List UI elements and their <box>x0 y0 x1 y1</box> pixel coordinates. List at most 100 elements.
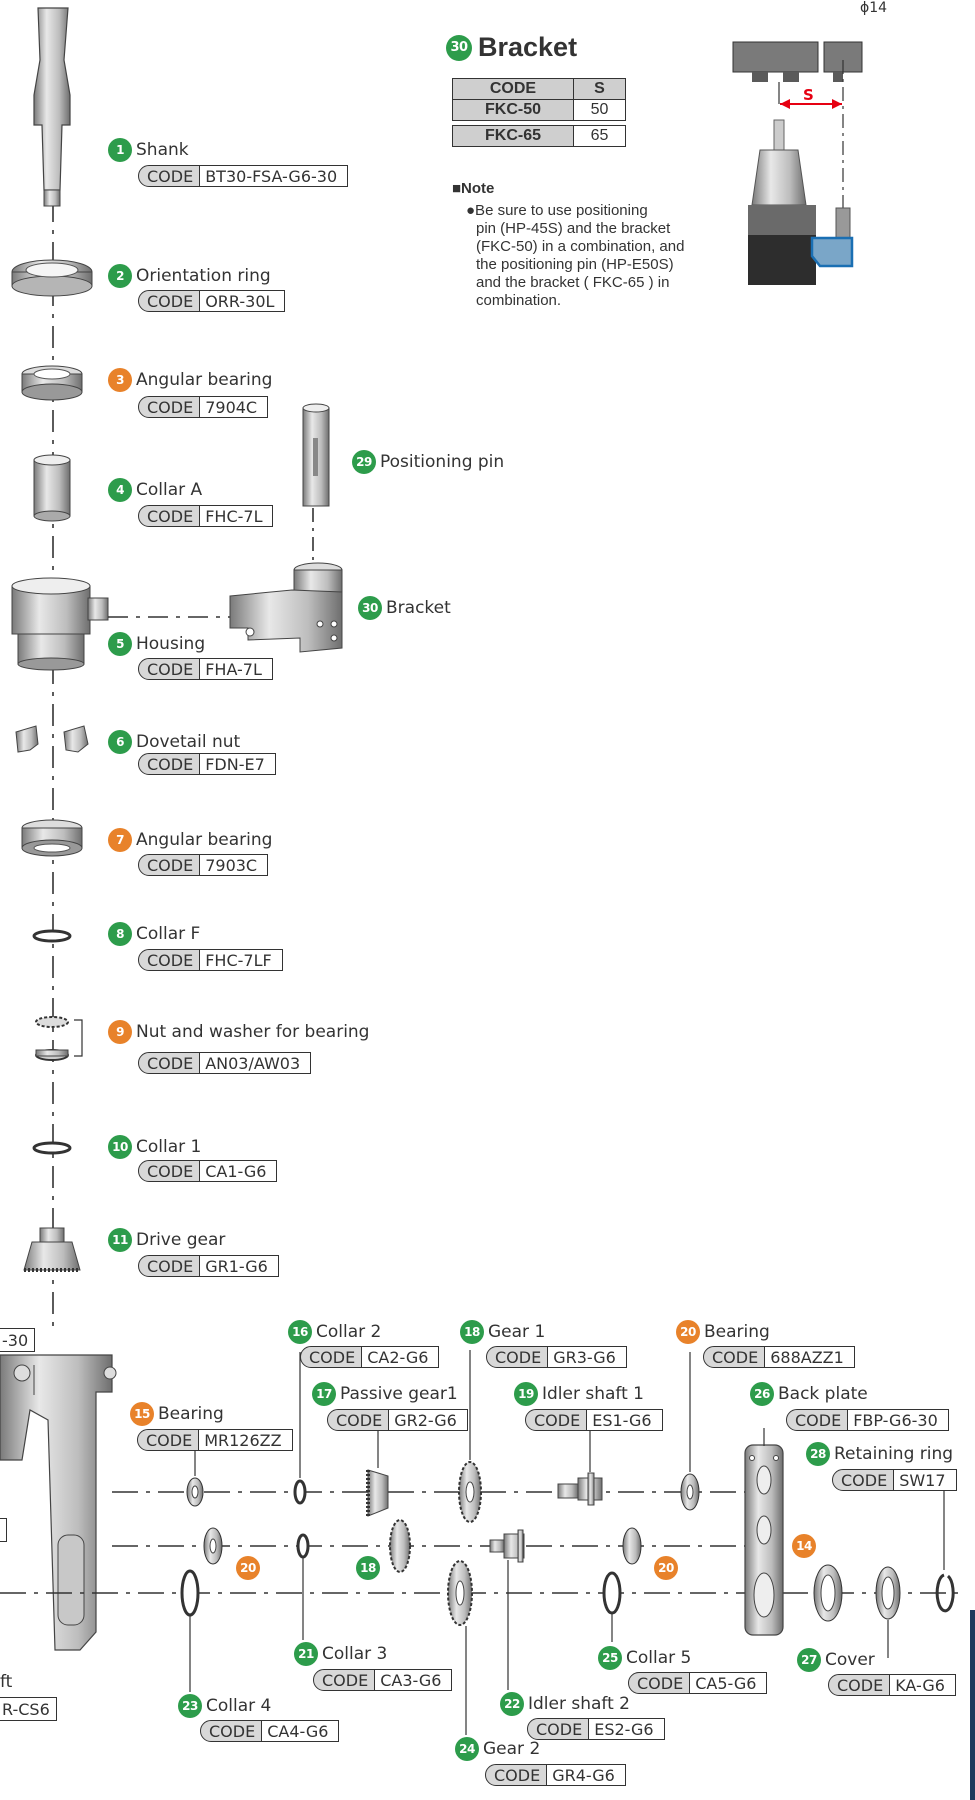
part-number-badge: 6 <box>108 730 132 754</box>
bearing-14-drawing <box>813 1564 843 1622</box>
part-number-badge: 24 <box>455 1737 479 1761</box>
part-name: Positioning pin <box>380 452 505 472</box>
code-box-bearing-15: CODE MR126ZZ <box>137 1429 293 1451</box>
code-value: FHA-7L <box>200 658 273 680</box>
part-name: Collar A <box>136 480 203 500</box>
part-number-badge: 7 <box>108 828 132 852</box>
note-line: combination. <box>476 292 562 309</box>
note-body: ●Be sure to use positioning pin (HP-45S)… <box>466 202 684 310</box>
part-number-badge-18: 18 <box>356 1556 380 1580</box>
part-number-badge-14: 14 <box>792 1534 816 1558</box>
part-number-badge: 11 <box>108 1228 132 1252</box>
part-name: Collar 2 <box>316 1322 382 1342</box>
code-box-collar-a: CODE FHC-7L <box>138 505 274 527</box>
code-value: ES1-G6 <box>587 1409 663 1431</box>
code-key: CODE <box>527 1718 590 1740</box>
back-plate-drawing <box>744 1444 784 1636</box>
code-value: AN03/AW03 <box>200 1052 312 1074</box>
code-key: CODE <box>703 1346 766 1368</box>
note-heading: ■Note <box>452 180 495 197</box>
bracket-title-badge: 30 <box>446 34 472 61</box>
part-number-badge: 1 <box>108 138 132 162</box>
code-value: GR3-G6 <box>548 1346 627 1368</box>
part-number-badge: 16 <box>288 1320 312 1344</box>
code-key: CODE <box>138 396 201 418</box>
cut-off-code-box-right: -30 <box>0 1328 36 1352</box>
code-value: FHC-7L <box>200 505 274 527</box>
cut-off-code-box-left: R-CS6 <box>0 1697 57 1721</box>
part-name: Bearing <box>704 1322 770 1342</box>
shank-drawing <box>33 7 71 207</box>
code-box-gear-1: CODE GR3-G6 <box>486 1346 627 1368</box>
code-value: CA1-G6 <box>200 1160 278 1182</box>
collar-3-drawing <box>296 1533 310 1559</box>
part-number-badge: 25 <box>598 1646 622 1670</box>
part-label-angular-bearing: 3 Angular bearing <box>108 368 272 392</box>
part-label-collar-a: 4 Collar A <box>108 478 202 502</box>
table-header-s: S <box>573 78 626 100</box>
code-box-idler-shaft-2: CODE ES2-G6 <box>527 1718 665 1740</box>
gear-1-drawing <box>458 1461 482 1523</box>
part-label-angular-bearing-2: 7 Angular bearing <box>108 828 272 852</box>
part-number-badge: 3 <box>108 368 132 392</box>
code-box-collar-1: CODE CA1-G6 <box>138 1160 278 1182</box>
code-key: CODE <box>485 1764 548 1786</box>
part-number-badge: 23 <box>178 1694 202 1718</box>
note-line: pin (HP-45S) and the bracket <box>476 220 671 237</box>
code-value: CA4-G6 <box>262 1720 340 1742</box>
part-name: Collar 5 <box>626 1648 692 1668</box>
code-value: GR4-G6 <box>547 1764 626 1786</box>
collar-2-drawing <box>293 1479 307 1505</box>
code-box-collar-f: CODE FHC-7LF <box>138 949 283 971</box>
code-value: BT30-FSA-G6-30 <box>200 165 349 187</box>
code-value: FBP-G6-30 <box>848 1409 949 1431</box>
code-key: CODE <box>525 1409 588 1431</box>
code-box-collar-3: CODE CA3-G6 <box>313 1669 453 1691</box>
collar-1-drawing <box>32 1141 72 1155</box>
part-number-badge: 10 <box>108 1135 132 1159</box>
note-line: the positioning pin (HP-E50S) <box>476 256 674 273</box>
part-label-housing: 5 Housing <box>108 632 205 656</box>
part-number-badge: 27 <box>797 1648 821 1672</box>
part-number-badge: 21 <box>294 1642 318 1666</box>
code-key: CODE <box>300 1346 363 1368</box>
collar-f-drawing <box>32 929 72 943</box>
code-key: CODE <box>628 1672 691 1694</box>
part-label-collar-5: 25 Collar 5 <box>598 1646 691 1670</box>
table-cell-s: 50 <box>573 99 626 121</box>
part-number-badge: 22 <box>500 1692 524 1716</box>
part-label-cover: 27 Cover <box>797 1648 875 1672</box>
positioning-pin-drawing <box>302 403 330 507</box>
part-label-collar-3: 21 Collar 3 <box>294 1642 387 1666</box>
bearing-15-drawing <box>186 1477 204 1507</box>
part-number-badge: 15 <box>130 1402 154 1426</box>
part-name: Nut and washer for bearing <box>136 1022 370 1042</box>
part-number-badge: 28 <box>806 1442 830 1466</box>
cut-off-shaft-text: ft <box>0 1672 13 1692</box>
passive-gear-drawing <box>366 1469 389 1517</box>
part-name: Dovetail nut <box>136 732 241 752</box>
code-key: CODE <box>138 1052 201 1074</box>
code-box-gear-2: CODE GR4-G6 <box>485 1764 626 1786</box>
part-name: Angular bearing <box>136 830 273 850</box>
note-line: and the bracket ( FKC-65 ) in <box>476 274 670 291</box>
part-name: Collar 4 <box>206 1696 272 1716</box>
part-number-badge: 18 <box>460 1320 484 1344</box>
collar-5-drawing <box>602 1571 622 1615</box>
code-box-angular-bearing: CODE 7904C <box>138 396 269 418</box>
code-key: CODE <box>786 1409 849 1431</box>
table-cell-code: FKC-50 <box>452 99 574 121</box>
code-key: CODE <box>138 854 201 876</box>
part-name: Angular bearing <box>136 370 273 390</box>
part-label-gear-2: 24 Gear 2 <box>455 1737 540 1761</box>
code-value: ORR-30L <box>200 290 286 312</box>
nut-washer-drawing <box>35 1016 83 1061</box>
part-label-collar-f: 8 Collar F <box>108 922 200 946</box>
cut-off-code-box-small <box>0 1518 7 1542</box>
code-key: CODE <box>138 658 201 680</box>
part-name: Collar 3 <box>322 1644 388 1664</box>
collar-4-drawing <box>180 1569 200 1617</box>
code-box-shank: CODE BT30-FSA-G6-30 <box>138 165 349 187</box>
code-box-angular-bearing-2: CODE 7903C <box>138 854 269 876</box>
